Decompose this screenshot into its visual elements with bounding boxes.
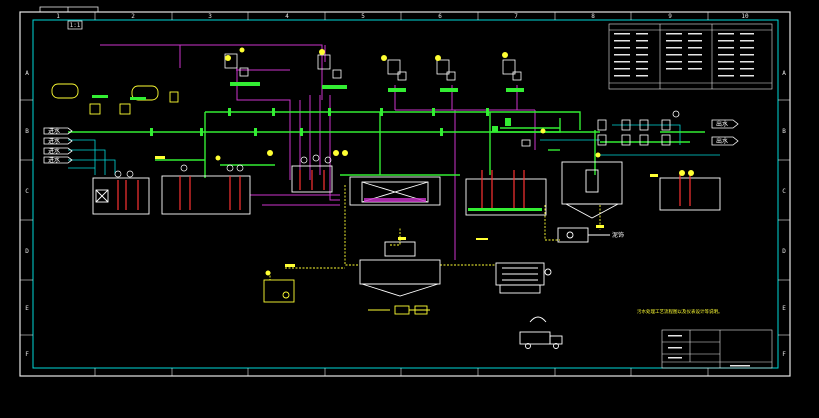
sludge-out-label: 泥饰 (612, 231, 624, 239)
inlet-tag: 进水 (48, 156, 60, 164)
row-label: E (782, 305, 786, 312)
flow-lines-yellow (269, 185, 601, 280)
col-label: 1 (56, 13, 60, 20)
instrument-bubbles-top (225, 47, 508, 61)
inlet-tag: 进水 (48, 127, 60, 135)
tank-internals-left (117, 170, 325, 210)
corner-tag-box (67, 20, 83, 30)
flow-lines-green (68, 111, 705, 178)
aerator-bar (468, 208, 542, 211)
title-block-marks (668, 335, 750, 367)
aeration-tank (465, 178, 547, 216)
top-tab (39, 6, 99, 13)
row-label: D (782, 248, 786, 255)
col-label: 2 (131, 13, 135, 20)
col-label: 4 (285, 13, 289, 20)
level-instrument-icon (265, 270, 271, 276)
sludge-pump-box (263, 279, 295, 303)
return-pump (557, 227, 610, 243)
dosing-units (224, 53, 522, 81)
grid-labels: 1 2 3 4 5 6 7 8 9 10 A B C D E F A B C D… (25, 13, 786, 358)
biological-tank-fill (364, 198, 426, 202)
instrument-bubbles-mid (114, 154, 332, 178)
sludge-thickener (359, 241, 441, 297)
row-label: B (782, 128, 786, 135)
dosing-tank (291, 165, 333, 193)
inlet-arrows: 进水 进水 进水 进水 (43, 127, 73, 164)
row-label: E (25, 305, 29, 312)
row-label: F (25, 351, 29, 358)
outlet-arrows: 出水 出水 (711, 119, 739, 146)
corner-tag: 1:1 (70, 22, 81, 29)
inlet-tag: 进水 (48, 137, 60, 145)
reaction-tank (161, 175, 251, 215)
inner-border (32, 19, 779, 369)
row-label: C (25, 188, 29, 195)
sludge-truck (519, 316, 563, 349)
equalization-tank (92, 177, 150, 215)
flow-lines-cyan (68, 124, 720, 175)
filter-modules (521, 110, 680, 147)
dewatering-unit (495, 262, 552, 294)
row-label: F (782, 351, 786, 358)
title-block (661, 329, 773, 369)
line-tags (155, 156, 658, 267)
sludge-pipes (368, 305, 430, 315)
valve-markers (150, 108, 511, 136)
row-label: D (25, 248, 29, 255)
legend-symbols (614, 33, 754, 77)
row-label: C (782, 188, 786, 195)
design-note: 污水处理工艺流程图以及仪表设计等说明。 (637, 308, 723, 315)
legend-table (608, 23, 773, 90)
col-label: 10 (741, 13, 749, 20)
outer-border (19, 11, 791, 377)
drawing-frame (19, 6, 791, 377)
valve-clusters (92, 82, 524, 100)
col-label: 9 (668, 13, 672, 20)
col-label: 5 (361, 13, 365, 20)
col-label: 8 (591, 13, 595, 20)
col-label: 6 (438, 13, 442, 20)
row-label: A (782, 70, 786, 77)
instrument-bubbles-right (540, 128, 694, 176)
chemical-tanks (51, 83, 179, 115)
outlet-tag: 出水 (716, 137, 728, 145)
col-label: 3 (208, 13, 212, 20)
process-tanks-left (92, 165, 333, 215)
final-tank-internals (679, 172, 691, 206)
instrument-bubbles-yellow (215, 150, 348, 161)
outlet-tag: 出水 (716, 120, 728, 128)
col-label: 7 (514, 13, 518, 20)
row-label: B (25, 128, 29, 135)
clarifier (561, 161, 623, 219)
row-label: A (25, 70, 29, 77)
tank (51, 83, 79, 99)
dosing-lines (100, 44, 536, 260)
inlet-tag: 进水 (48, 147, 60, 155)
aeration-tank-internals (481, 170, 525, 210)
